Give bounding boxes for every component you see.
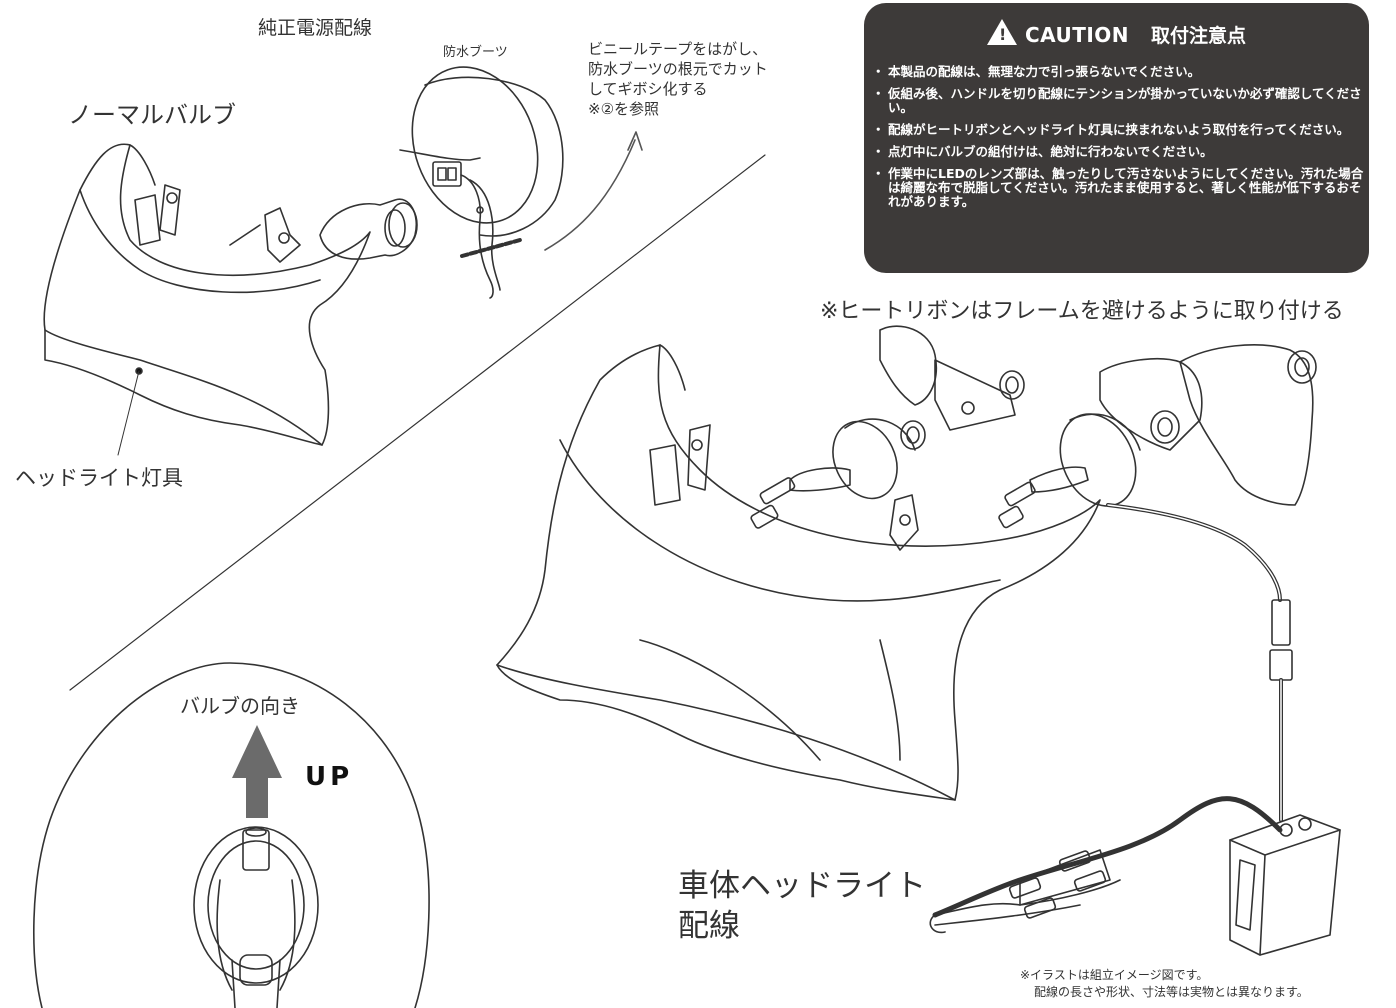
- footnote-line-1: ※イラストは組立イメージ図です。: [1020, 968, 1209, 982]
- label-headlight-unit: ヘッドライト灯具: [15, 466, 183, 490]
- caution-word: CAUTION: [1024, 23, 1130, 47]
- label-heat-ribbon-note: ※ヒートリボンはフレームを避けるように取り付ける: [820, 299, 1344, 324]
- caution-list: 本製品の配線は、無理な力で引っ張らないでください。 仮組み後、ハンドルを切り配線…: [872, 65, 1364, 217]
- caution-item: 作業中にLEDのレンズ部は、触ったりして汚さないようにしてください。汚れた場合は…: [872, 167, 1364, 209]
- label-junsei-wiring: 純正電源配線: [258, 17, 373, 39]
- label-vinyl-2: 防水ブーツの根元でカット: [588, 60, 768, 78]
- caution-panel: CAUTION 取付注意点 本製品の配線は、無理な力で引っ張らないでください。 仮…: [864, 3, 1369, 273]
- label-vinyl-1: ビニールテープをはがし、: [588, 40, 768, 58]
- label-vinyl-3: してギボシ化する: [588, 80, 708, 98]
- footnote-line-2: 配線の長さや形状、寸法等は実物とは異なります。: [1034, 985, 1309, 999]
- normal-headlight-housing: [43, 143, 418, 456]
- caution-title: 取付注意点: [1151, 25, 1247, 47]
- bulb-direction-diagram: [33, 662, 430, 1008]
- caution-item: 配線がヒートリボンとヘッドライト灯具に挟まれないよう取付を行ってください。: [872, 123, 1364, 138]
- label-vinyl-4: ※②を参照: [588, 100, 660, 118]
- label-vehicle-wiring-1: 車体ヘッドライト: [678, 868, 926, 904]
- waterproof-boot: [399, 66, 564, 299]
- caution-item: 点灯中にバルブの組付けは、絶対に行わないでください。: [872, 145, 1364, 160]
- label-vehicle-wiring-2: 配線: [678, 908, 740, 944]
- label-up: UP: [305, 762, 354, 792]
- caution-item: 本製品の配線は、無理な力で引っ張らないでください。: [872, 65, 1364, 80]
- label-bulb-direction: バルブの向き: [180, 694, 300, 718]
- caution-header: CAUTION 取付注意点: [864, 19, 1369, 48]
- warning-triangle-icon: [986, 19, 1017, 45]
- label-waterproof-boot: 防水ブーツ: [443, 45, 508, 60]
- label-normal-bulb: ノーマルバルブ: [68, 101, 236, 129]
- led-headlight-assembly: [496, 325, 1341, 956]
- caution-item: 仮組み後、ハンドルを切り配線にテンションが掛かっていないか必ず確認してください。: [872, 87, 1364, 115]
- divider-line: [69, 154, 766, 691]
